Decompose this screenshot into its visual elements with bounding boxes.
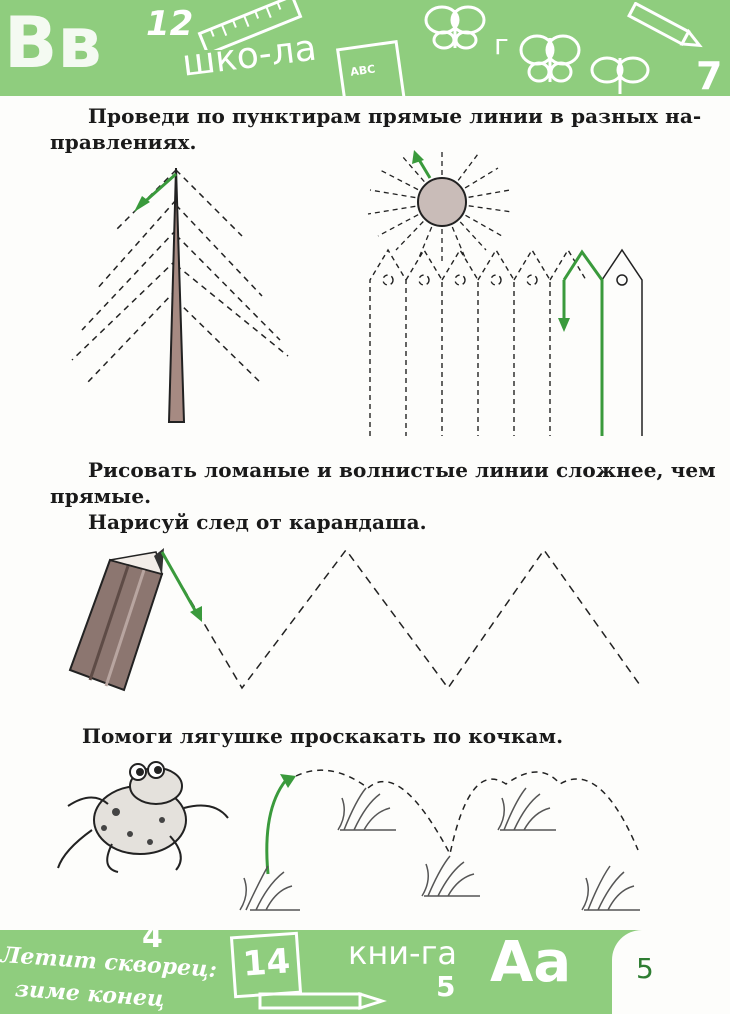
- exercise2-instruction-line2: прямые.: [50, 484, 152, 508]
- header-number-right: 7: [696, 54, 723, 96]
- header-number: 12: [146, 4, 194, 44]
- footer-band: Летит скворец: зиме конец 4 14 кни-га Aa…: [0, 930, 730, 1014]
- footer-letters: Aa: [490, 930, 572, 995]
- ruler-icon: [197, 0, 303, 50]
- grass-tuft-icon: [497, 787, 556, 831]
- footer-word: кни-га: [348, 934, 458, 972]
- frog-icon: [57, 761, 229, 873]
- pencil-icon: [68, 548, 164, 692]
- header-band: Вв 12 шко-ла ABC г: [0, 0, 730, 96]
- sun-circle: [417, 177, 467, 227]
- exercise2-instruction-line3: Нарисуй след от карандаша.: [88, 510, 427, 534]
- footer-number-4: 4: [142, 930, 163, 955]
- grass-tuft-icon: [337, 787, 396, 831]
- notebook-label: ABC: [349, 62, 377, 79]
- butterfly-icon: [424, 5, 486, 50]
- arrow-head: [134, 196, 150, 212]
- header-letters: Вв: [4, 2, 102, 84]
- header-letter-g: г: [494, 28, 509, 61]
- exercise1-instruction-line1: Проведи по пунктирам прямые линии в разн…: [88, 104, 702, 128]
- page-number: 5: [636, 952, 654, 985]
- footer-verse-line2: зиме конец: [14, 976, 166, 1013]
- green-arrow-line: [139, 172, 177, 208]
- grass-tuft-icon: [581, 865, 640, 911]
- exercise3-instruction: Помоги лягушке проскакать по кочкам.: [82, 724, 564, 748]
- footer-number-14: 14: [241, 941, 292, 985]
- footer-number-5: 5: [436, 970, 456, 1003]
- butterfly-icon: [590, 56, 650, 94]
- grass-tuft-icon: [421, 855, 480, 897]
- exercise2-instruction-line1: Рисовать ломаные и волнистые линии сложн…: [88, 458, 716, 482]
- notebook-icon: ABC: [335, 39, 407, 96]
- exercise1-instruction-line2: правлениях.: [50, 130, 197, 154]
- grass-tuft-icon: [239, 865, 300, 911]
- pen-icon: [627, 2, 703, 48]
- page-number-box: [612, 930, 730, 1014]
- butterfly-icon: [519, 34, 581, 83]
- tree-trunk: [167, 167, 186, 423]
- pencil-icon: [258, 991, 387, 1011]
